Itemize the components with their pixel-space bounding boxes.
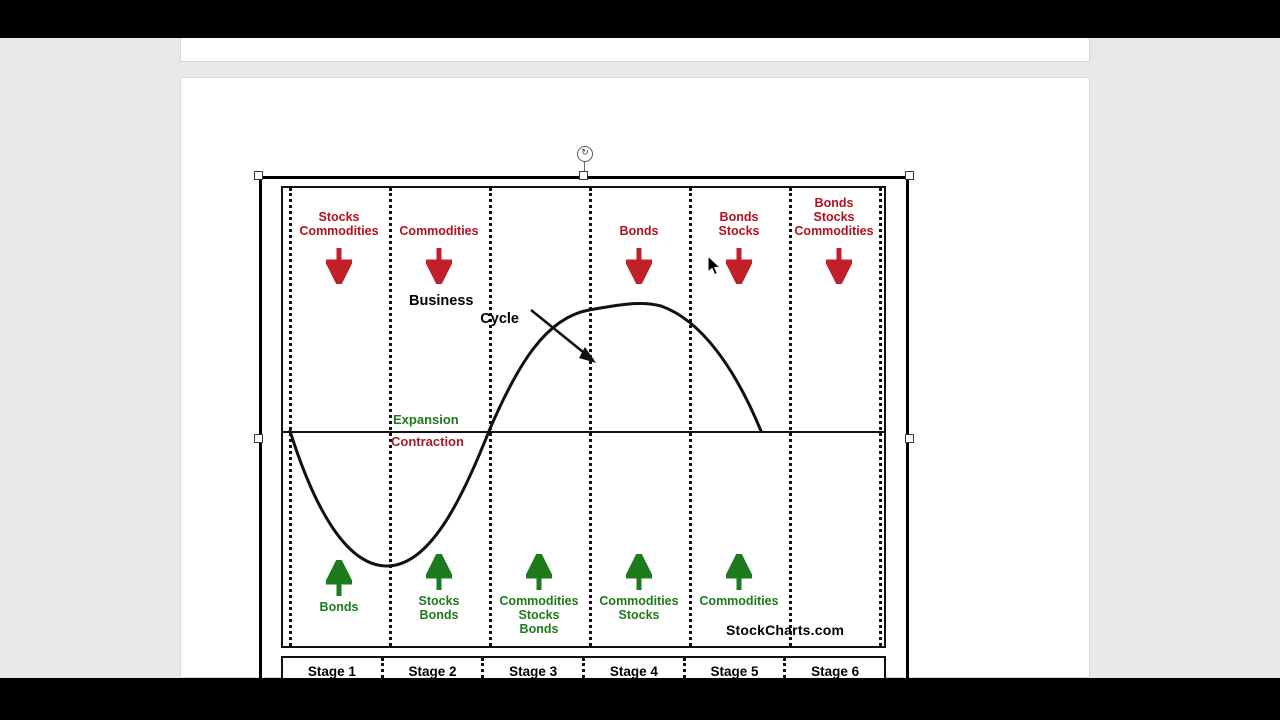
stage-cell-1: Stage 1 (307, 663, 356, 679)
down-arrow-stage-4 (626, 248, 652, 284)
stage-divider-1 (389, 188, 392, 646)
label-line: Stocks (813, 210, 855, 224)
handle-top-center[interactable] (579, 171, 588, 180)
falling-label-stage-2: Commodities (389, 224, 489, 238)
label-line: Stocks (418, 594, 460, 608)
label-line: Bonds (419, 608, 459, 622)
handle-top-right[interactable] (905, 171, 914, 180)
contraction-label: Contraction (391, 434, 464, 449)
up-arrow-stage-5 (726, 554, 752, 590)
up-arrow-stage-3 (526, 554, 552, 590)
stage-cell-2: Stage 2 (380, 658, 482, 678)
up-arrow-stage-1 (326, 560, 352, 596)
label-line: Commodities (399, 224, 479, 238)
stage-divider-5 (789, 188, 792, 646)
stage-cell-6: Stage 6 (783, 658, 884, 678)
stage-divider-2 (489, 188, 492, 646)
label-line: Stocks (618, 608, 660, 622)
current-slide[interactable]: ↻ (180, 77, 1090, 678)
rotate-handle[interactable]: ↻ (577, 146, 593, 162)
label-line: Bonds (814, 196, 854, 210)
presentation-canvas: ↻ (0, 38, 1280, 678)
handle-top-left[interactable] (254, 171, 263, 180)
handle-middle-left[interactable] (254, 434, 263, 443)
down-arrow-stage-6 (826, 248, 852, 284)
label-line: Commodities (794, 224, 874, 238)
stage-divider-0 (289, 188, 292, 646)
business-cycle-line-2: Cycle (480, 311, 519, 327)
falling-label-stage-4: Bonds (589, 224, 689, 238)
stage-divider-3 (589, 188, 592, 646)
stage-cell-3: Stage 3 (481, 658, 582, 678)
label-line: Bonds (519, 622, 559, 636)
rising-label-stage-5: Commodities (688, 594, 790, 608)
label-line: Bonds (619, 224, 659, 238)
label-line: Commodities (699, 594, 779, 608)
mouse-cursor (707, 255, 722, 276)
business-cycle-leader-arrow (530, 308, 596, 363)
label-line: Stocks (718, 224, 760, 238)
letterbox-bottom (0, 678, 1280, 720)
label-line: Commodities (499, 594, 579, 608)
handle-middle-right[interactable] (905, 434, 914, 443)
down-arrow-stage-2 (426, 248, 452, 284)
label-line: Commodities (599, 594, 679, 608)
business-cycle-line-1: Business (409, 293, 474, 309)
zero-midline (283, 431, 884, 433)
stage-divider-4 (689, 188, 692, 646)
selected-picture-object[interactable]: ↻ (254, 146, 914, 678)
rotate-handle-stem (584, 160, 585, 173)
down-arrow-stage-1 (326, 248, 352, 284)
up-arrow-stage-4 (626, 554, 652, 590)
label-line: Commodities (299, 224, 379, 238)
label-line: Bonds (719, 210, 759, 224)
business-cycle-annotation: Business Cycle (409, 292, 519, 328)
letterbox-top (0, 0, 1280, 38)
label-line: Stocks (518, 608, 560, 622)
label-line: Stocks (318, 210, 360, 224)
stage-divider-6 (879, 188, 882, 646)
cycle-curve-svg (288, 301, 763, 568)
slide-gap (0, 63, 1280, 77)
down-arrow-stage-5 (726, 248, 752, 284)
label-line: Bonds (319, 600, 359, 614)
stage-cell-5: Stage 5 (682, 658, 784, 678)
stage-strip: Stage 1 Stage 2 Stage 3 Stage 4 Stage 5 … (281, 656, 886, 678)
expansion-label: Expansion (393, 412, 459, 427)
stockcharts-watermark: StockCharts.com (726, 622, 845, 638)
stage-cell-4: Stage 4 (582, 658, 683, 678)
previous-slide-sliver[interactable] (180, 38, 1090, 62)
up-arrow-stage-2 (426, 554, 452, 590)
rising-label-stage-1: Bonds (289, 600, 389, 614)
